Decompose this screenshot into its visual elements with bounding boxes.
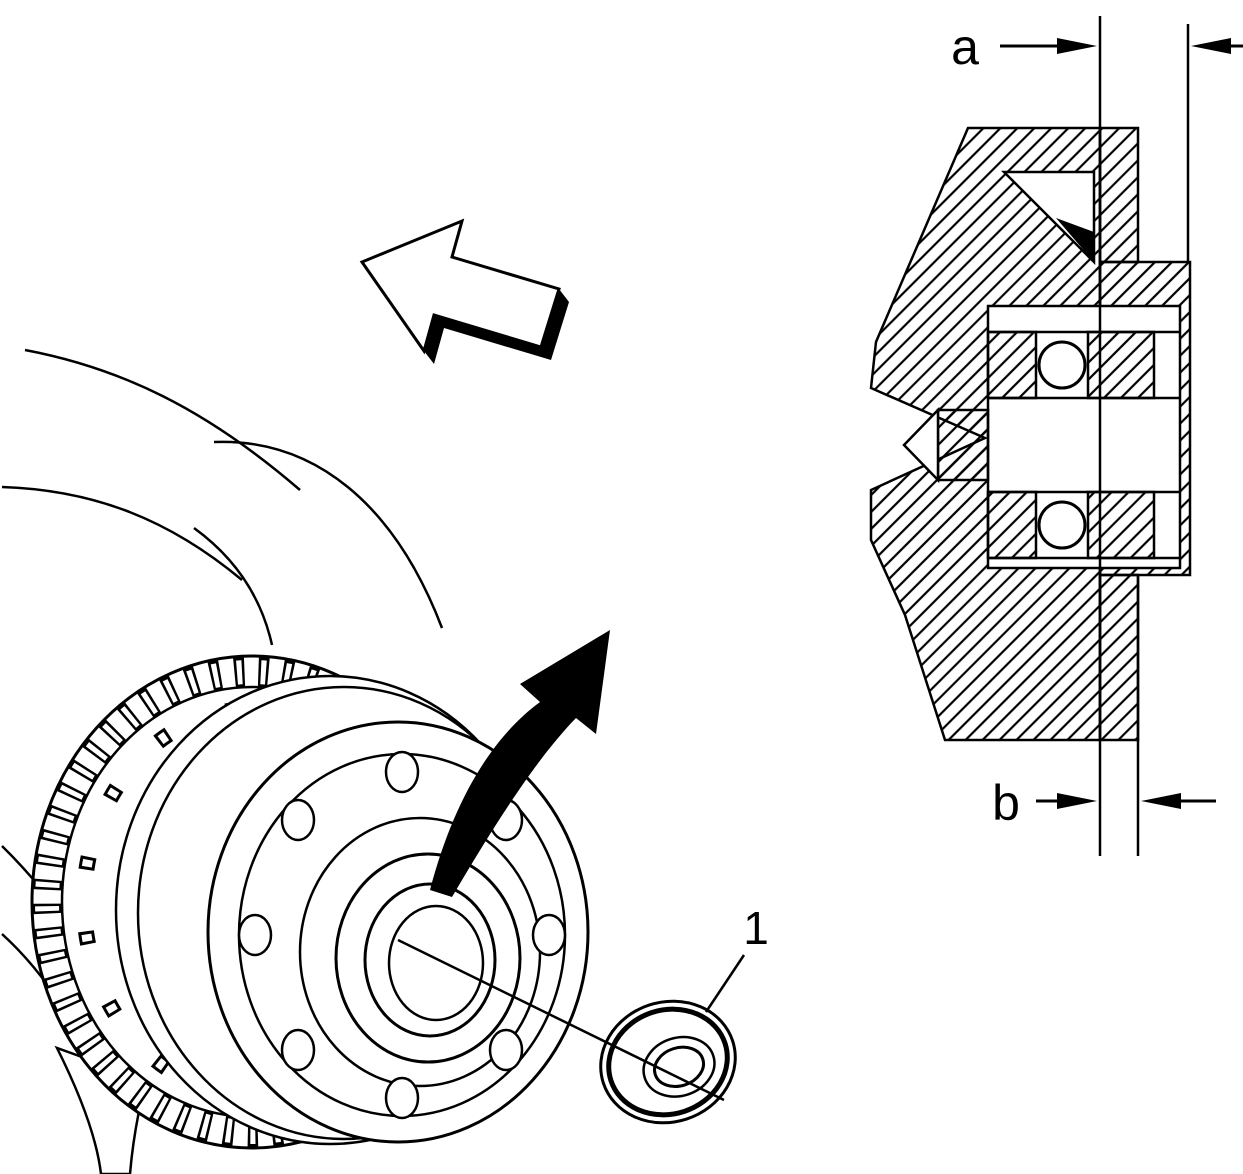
direction-arrow-body: [359, 218, 561, 355]
dimension-b-label: b: [992, 775, 1020, 831]
knuckle-arm-curve-inner: [193, 526, 274, 646]
bearing-ball-upper: [1037, 340, 1087, 390]
dimension-a-arrow-left: [1057, 38, 1097, 54]
shield-curve-top-outer: [24, 348, 301, 491]
wheel-stud-hole: [531, 913, 567, 957]
grease-seal: [599, 999, 737, 1125]
flip-over-arrow: [430, 630, 610, 897]
hub-flange-plate-top: [1098, 126, 1140, 264]
seal-lip: [606, 1006, 730, 1118]
shield-curve-top-inner: [1, 485, 243, 581]
part-1-callout: 1: [704, 902, 769, 1013]
knuckle-arm-curve: [213, 440, 444, 629]
dimension-b: b: [992, 775, 1216, 831]
wheel-stud-hole: [488, 1028, 524, 1072]
bearing-race-block: [986, 490, 1038, 560]
wheel-bearing-section: [902, 304, 1182, 570]
axle-stub-tip: [902, 406, 940, 484]
hub-axis-line: [397, 938, 725, 1102]
part-1-label: 1: [743, 902, 769, 954]
wheel-stud-hole: [384, 1076, 420, 1120]
hub-flange-plate-bottom: [1098, 573, 1140, 742]
axle-stub: [936, 408, 990, 482]
dimension-a-label: a: [951, 19, 979, 75]
wheel-stud-hole: [384, 750, 420, 794]
bearing-race-block: [986, 330, 1038, 400]
section-view: a b: [869, 16, 1243, 856]
hub-assembly: 1: [1, 218, 769, 1174]
seal-bore-inner: [653, 1045, 706, 1088]
dimension-a-arrow-right: [1191, 38, 1231, 54]
dimension-b-arrow-right: [1141, 793, 1181, 809]
bearing-ball-lower: [1037, 500, 1087, 550]
removal-direction-arrow: [359, 218, 569, 364]
bearing-race-block: [1086, 490, 1156, 560]
wheel-stud-hole: [280, 798, 316, 842]
wheel-stud-hole: [280, 1028, 316, 1072]
tone-ring-teeth-hollow: [35, 660, 469, 1144]
knuckle-recess-shadow: [1056, 218, 1094, 262]
bearing-race-block: [1086, 330, 1156, 400]
hub-bore-depth: [387, 904, 485, 1022]
part-1-leader-line: [704, 954, 746, 1013]
dimension-b-arrow-left: [1057, 793, 1097, 809]
knuckle-recess: [1000, 170, 1096, 266]
wheel-stud-hole: [237, 913, 273, 957]
dimension-a: a: [951, 19, 1243, 75]
